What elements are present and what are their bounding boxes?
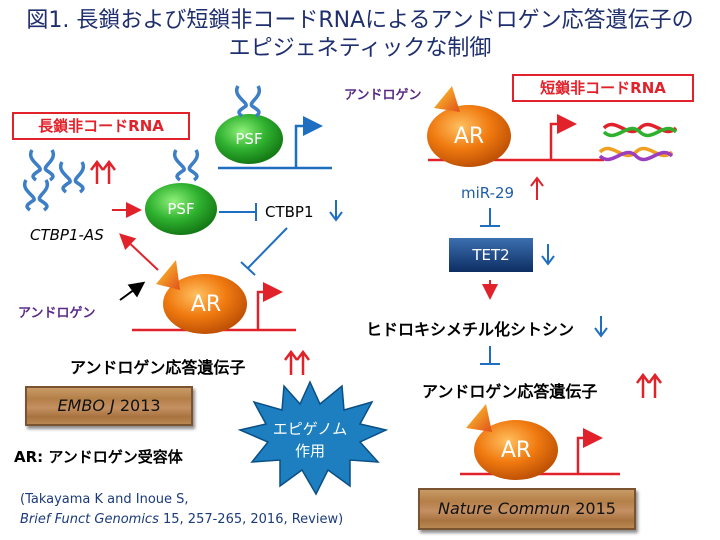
ref-nature-year: 2015 <box>575 499 616 518</box>
androgen-triangle-right-bottom <box>466 404 492 432</box>
psf-top-label: PSF <box>235 130 263 148</box>
ctbp1-label: CTBP1 <box>265 203 314 221</box>
psf-mid-blob <box>145 183 217 235</box>
psf-top-blob <box>215 114 283 164</box>
ar-def-value: アンドロゲン受容体 <box>48 448 183 466</box>
ref-box-embo: EMBO J 2013 <box>25 386 193 426</box>
citation-line2: Brief Funct Genomics 15, 257-265, 2016, … <box>20 510 343 530</box>
mir29-label: miR-29 <box>461 184 515 202</box>
ar-right-bottom-blob <box>474 420 558 480</box>
inhibit-hmc-gene <box>480 346 500 365</box>
lncrna-glyph-mid <box>172 149 200 182</box>
tet2-label: TET2 <box>472 246 510 264</box>
down-arrow-hmc <box>594 316 608 338</box>
psf-top-gene <box>218 116 332 170</box>
arrow-ar-to-ctbp1as <box>119 233 159 271</box>
inhibit-mir29-tet2 <box>480 208 500 227</box>
ar-left-blob <box>163 274 247 334</box>
citation-line1: (Takayama K and Inoue S, <box>20 492 189 507</box>
ar-right-bottom-label: AR <box>500 438 532 463</box>
androgen-label-right: アンドロゲン <box>344 88 422 103</box>
ar-definition: AR: アンドロゲン受容体 <box>14 446 183 467</box>
ar-right-top-label: AR <box>453 124 485 149</box>
citation-journal: Brief Funct Genomics <box>20 512 159 527</box>
hydroxymethylcytosine-label: ヒドロキシメチル化シトシン <box>366 320 575 339</box>
inhibit-ctbp1-ar <box>240 227 288 276</box>
epigenome-line2: 作用 <box>294 442 325 460</box>
ar-def-key: AR: <box>14 448 44 466</box>
long-ncrna-label-box: 長鎖非コードRNA <box>12 112 190 140</box>
up-arrows-left-gene <box>284 349 310 375</box>
psf-mid-label: PSF <box>167 200 195 218</box>
short-rna-squiggles <box>598 122 678 162</box>
page-title-line1: 図1. 長鎖および短鎖非コードRNAによるアンドロゲン応答遺伝子の <box>26 8 694 33</box>
epigenome-starburst <box>237 380 389 496</box>
epigenome-line1: エピゲノム <box>272 420 348 438</box>
ref-nature-journal: Nature Commun <box>438 499 571 518</box>
ar-left-label: AR <box>190 292 222 317</box>
up-arrows-cluster <box>90 159 116 184</box>
arrow-androgen-left <box>119 281 146 301</box>
up-arrows-right-gene <box>636 372 662 398</box>
inhibit-psf-ctbp1 <box>219 203 257 221</box>
lncrna-glyph-cluster <box>22 149 86 212</box>
lncrna-glyph-top <box>234 85 262 118</box>
androgen-triangle-left <box>156 260 180 290</box>
androgen-response-gene-right: アンドロゲン応答遺伝子 <box>422 382 598 401</box>
citation: (Takayama K and Inoue S, Brief Funct Gen… <box>20 490 343 530</box>
ref-embo-journal: EMBO J <box>57 396 115 415</box>
up-arrow-mir29 <box>530 176 544 200</box>
ar-right-top-blob <box>427 105 511 167</box>
tet2-box <box>449 238 533 272</box>
ref-embo-year: 2013 <box>119 396 161 415</box>
androgen-response-gene-left: アンドロゲン応答遺伝子 <box>70 358 246 377</box>
down-arrow-ctbp1 <box>329 200 343 222</box>
androgen-triangle-right-top <box>434 86 460 112</box>
epigenome-label: エピゲノム 作用 <box>262 418 358 462</box>
ctbp1-as-label: CTBP1-AS <box>30 226 104 244</box>
short-ncrna-label-box: 短鎖非コードRNA <box>512 74 694 102</box>
ref-box-nature: Nature Commun 2015 <box>418 488 636 530</box>
page-title-line2: エピジェネティックな制御 <box>228 36 492 61</box>
androgen-label-left: アンドロゲン <box>18 306 96 321</box>
down-arrow-tet2 <box>541 244 555 266</box>
citation-rest: 15, 257-265, 2016, Review) <box>158 512 344 527</box>
